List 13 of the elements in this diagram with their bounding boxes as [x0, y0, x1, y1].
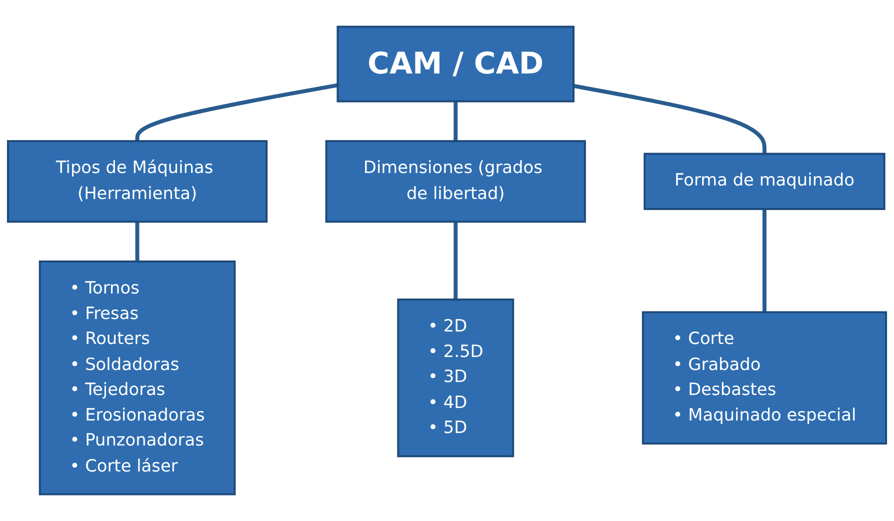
node-box: CAM / CAD [336, 26, 575, 102]
node-box: Tipos de Máquinas (Herramienta) [6, 140, 268, 223]
connector [454, 222, 458, 300]
node-box: • Tornos • Fresas • Routers • Soldadoras • Tejedoras • Erosionadoras • Punzonadoras • Corte láser [38, 260, 236, 496]
node-box: Dimensiones (grados de libertad) [325, 140, 586, 223]
node-box: • Corte • Grabado • Desbastes • Maquinado especial [642, 311, 888, 445]
node-box: Forma de maquinado [644, 152, 886, 210]
connector [573, 84, 766, 154]
connector [454, 101, 458, 142]
node-box: • 2D • 2.5D • 3D • 4D • 5D [397, 298, 514, 458]
connector [135, 83, 338, 142]
connector [762, 209, 766, 312]
connector [135, 222, 140, 262]
